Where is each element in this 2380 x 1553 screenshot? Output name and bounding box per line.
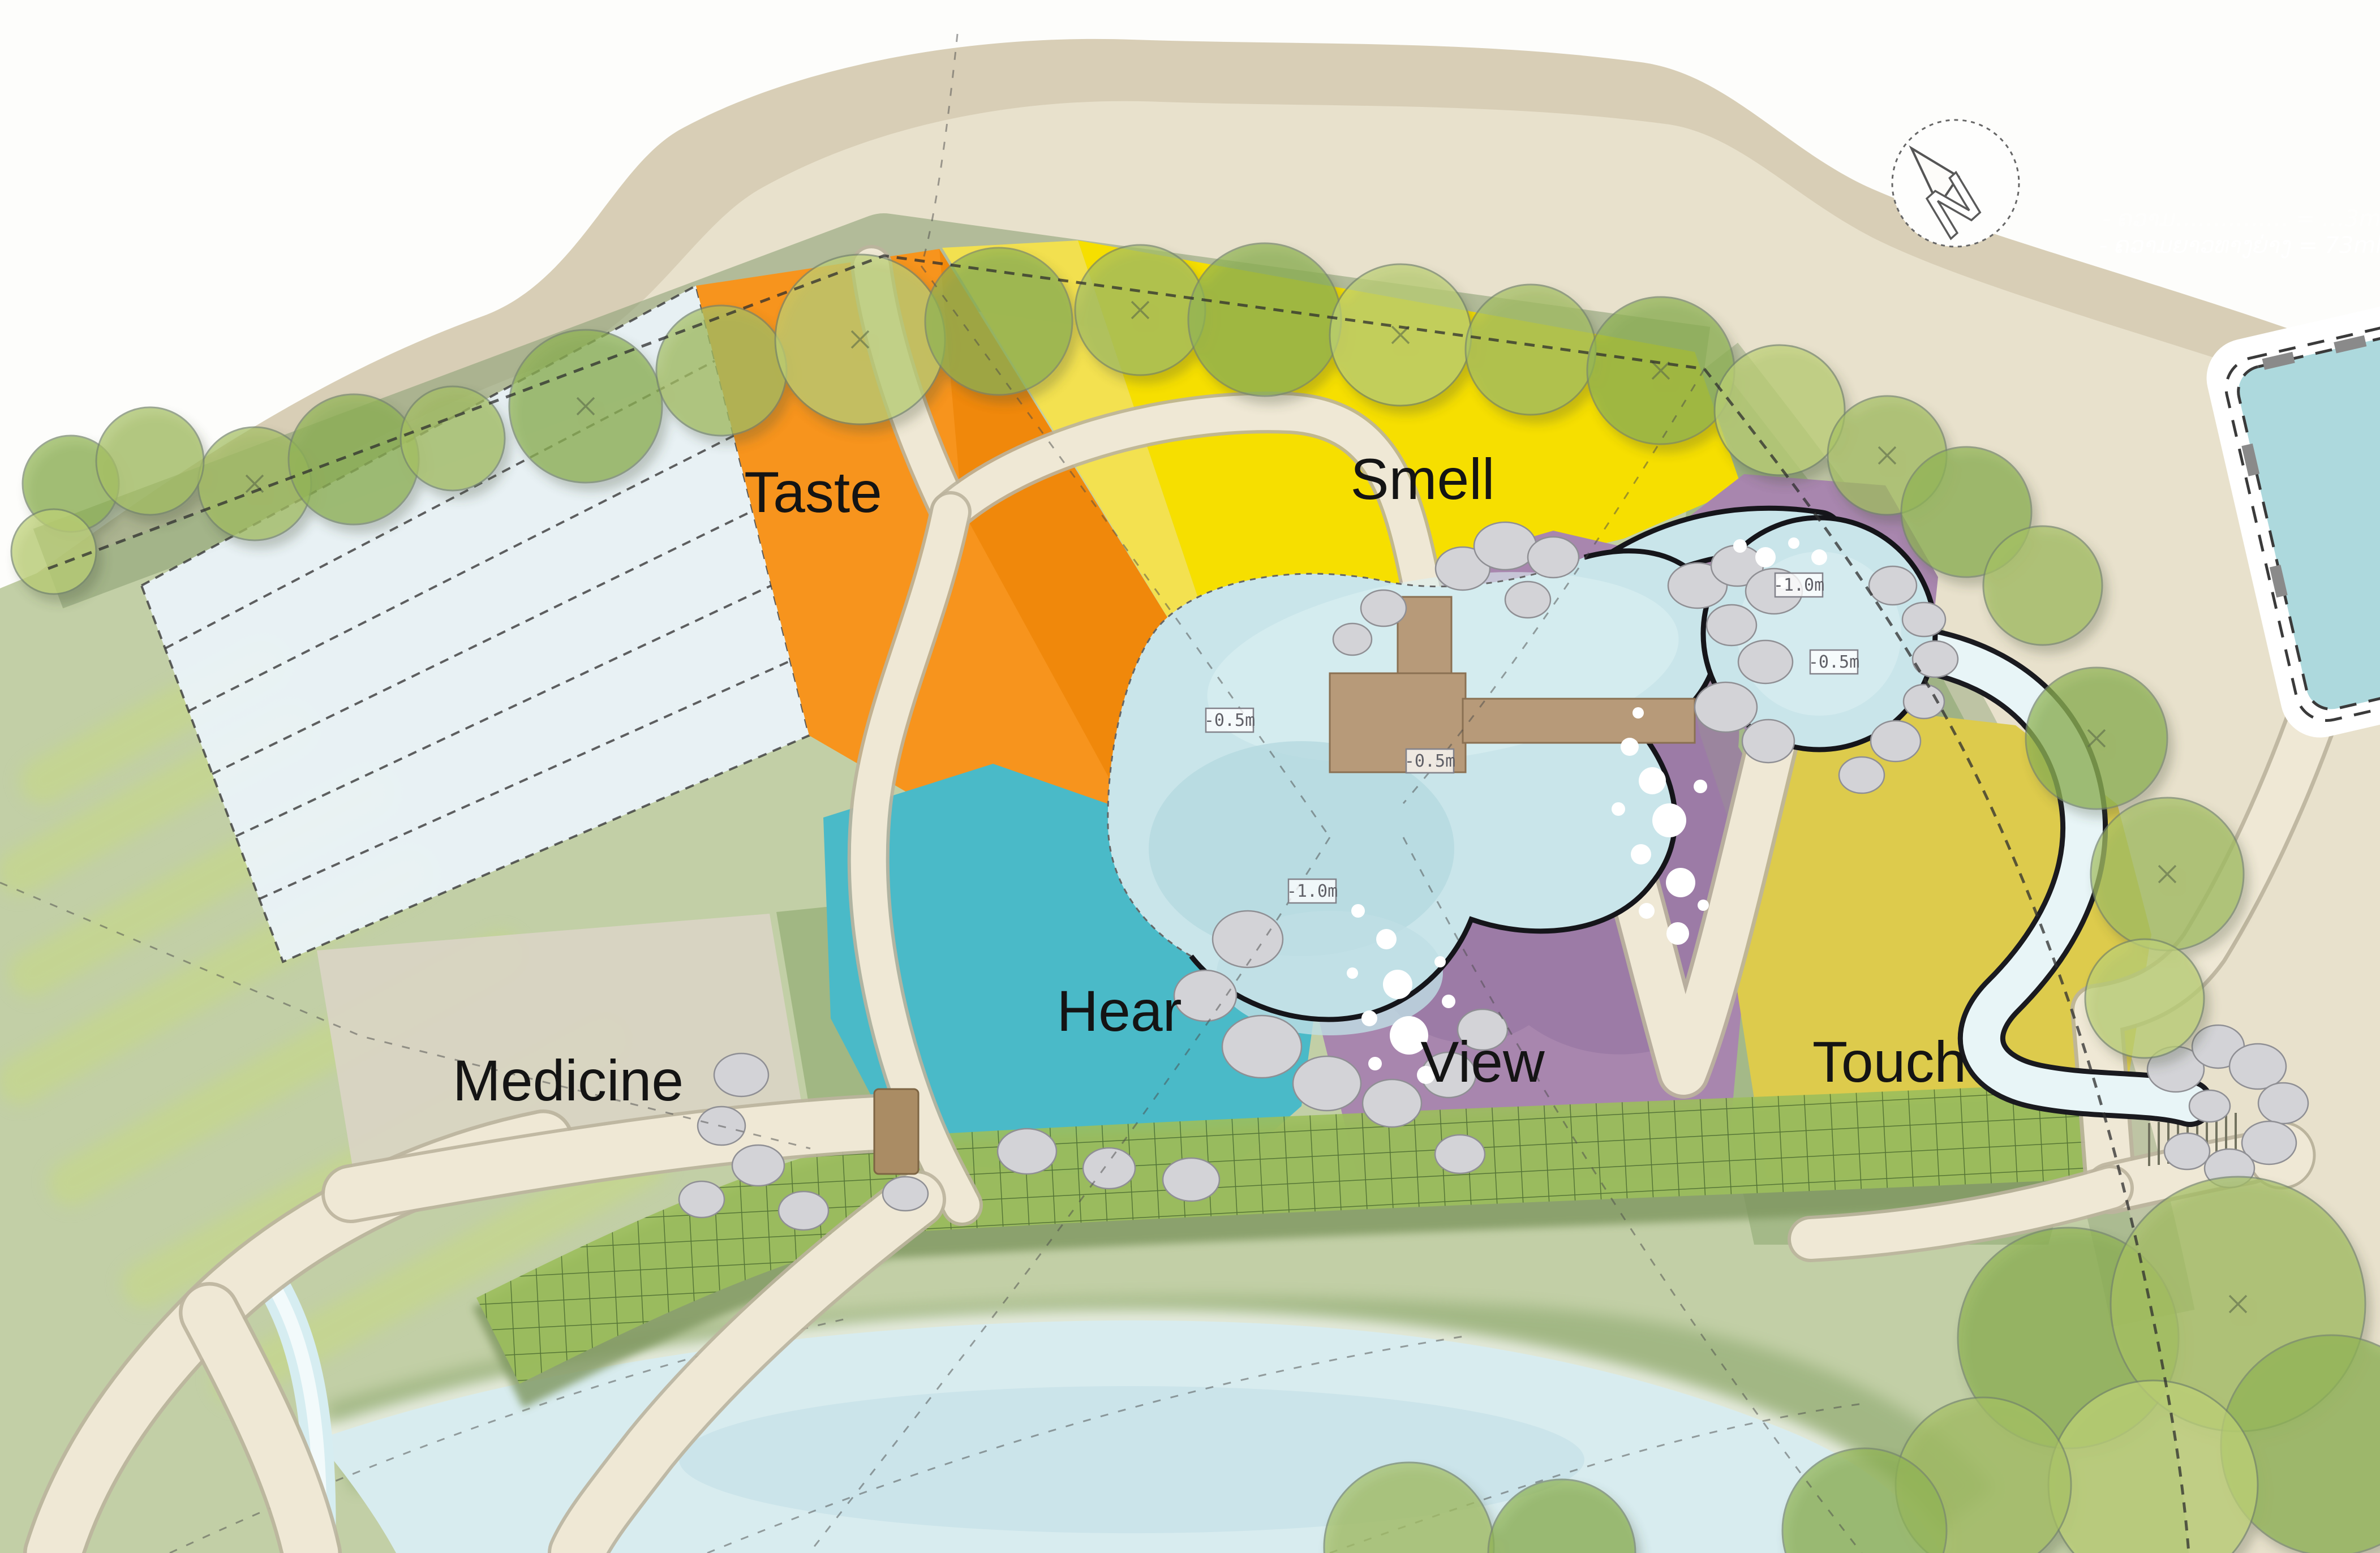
note-line-2: - ຄວາມຍາວທາງຍ່າງ = 73ml	[2099, 233, 2380, 259]
south-link-path	[1791, 1168, 2130, 1259]
zone-label-smell: Smell	[1350, 447, 1494, 511]
depth-label: -1.0m	[1773, 572, 1824, 598]
zone-label-hear: Hear	[1056, 979, 1182, 1043]
zone-label-view: View	[1420, 1030, 1545, 1094]
west-loop-path	[850, 494, 980, 1223]
survey-lines	[0, 33, 2190, 1553]
deck-pier	[1462, 698, 1696, 744]
tree-icon	[1074, 244, 1206, 376]
depth-label: -1.0m	[1287, 878, 1338, 904]
tree-icon	[10, 508, 97, 595]
bridge-rocks	[678, 1052, 929, 1231]
tree-icon	[1982, 525, 2103, 646]
southwest-fork	[182, 1285, 338, 1553]
zone-label-taste: Taste	[744, 460, 882, 524]
tree-icon	[2025, 666, 2168, 810]
tree-icon	[287, 393, 420, 526]
between-ponds-rocks	[1667, 544, 1803, 764]
zone-touch-area	[1733, 708, 2151, 1178]
tree-icon	[95, 406, 205, 516]
svg-text:-1.0m: -1.0m	[1773, 575, 1824, 595]
pond-top-rocks	[1332, 521, 1580, 656]
compass: N	[1891, 119, 2020, 251]
tree-icon	[2090, 797, 2245, 952]
north-arrow-icon	[1909, 145, 1960, 209]
south-riparian	[169, 1082, 2105, 1553]
tree-icon	[508, 329, 663, 484]
tree-icon	[1781, 1447, 1948, 1553]
svg-text:-0.5m: -0.5m	[1404, 751, 1455, 771]
tree-icon	[399, 385, 506, 492]
bubbles-southwest	[1347, 904, 1455, 1084]
pond-dashed-outline	[1107, 556, 1585, 957]
site-boundary-east	[1703, 368, 2190, 1553]
loop-path-to-deck	[933, 395, 1441, 612]
medicine-south-path	[325, 1097, 912, 1220]
tree-icon	[924, 247, 1073, 396]
annotation-notes: - ຄວາມ…………… = …3ml - ຄວາມຍາວທາງຍ່າງ = 73…	[2099, 206, 2380, 259]
tree-icon	[1187, 242, 1342, 397]
deck-stem	[1397, 596, 1453, 686]
pond-southwest-rocks	[1173, 910, 1509, 1128]
compass-circle	[1891, 119, 2020, 248]
tree-icon	[1713, 344, 1846, 476]
svg-text:-0.5m: -0.5m	[1808, 652, 1859, 672]
zone-label-touch: Touch	[1812, 1030, 1966, 1094]
hedge-trellis-band	[472, 1082, 2105, 1409]
diagonal-path	[551, 1173, 943, 1553]
tree-icon	[1487, 1478, 1636, 1553]
svg-text:-1.0m: -1.0m	[1287, 881, 1338, 901]
tree-icon	[1329, 263, 1472, 407]
wooden-bridge	[873, 1088, 920, 1175]
bubbles-east	[1612, 707, 1709, 945]
tree-icon	[774, 253, 946, 425]
depth-label: -0.5m	[1808, 649, 1859, 675]
stream-end-rocks	[2146, 1024, 2309, 1189]
tree-icon	[1586, 296, 1735, 445]
hear-shore-rocks	[996, 1128, 1486, 1202]
note-line-1: - ຄວາມ…………… = …3ml	[2102, 206, 2380, 232]
svg-text:-0.5m: -0.5m	[1204, 711, 1255, 730]
tree-icon	[1464, 283, 1597, 416]
rock-clusters	[678, 521, 2309, 1231]
zone-label-medicine: Medicine	[453, 1048, 684, 1113]
tree-icon	[2084, 938, 2205, 1059]
site-boundary-north	[48, 254, 1705, 570]
waterfall-bubbles	[1347, 537, 1827, 1084]
tree-icon	[655, 304, 788, 437]
depth-label: -0.5m	[1404, 748, 1455, 774]
trees	[10, 242, 2380, 1553]
depth-label: -0.5m	[1204, 707, 1255, 733]
upper-pond-rocks	[1838, 565, 1959, 794]
reservoir-pool	[2206, 296, 2380, 738]
